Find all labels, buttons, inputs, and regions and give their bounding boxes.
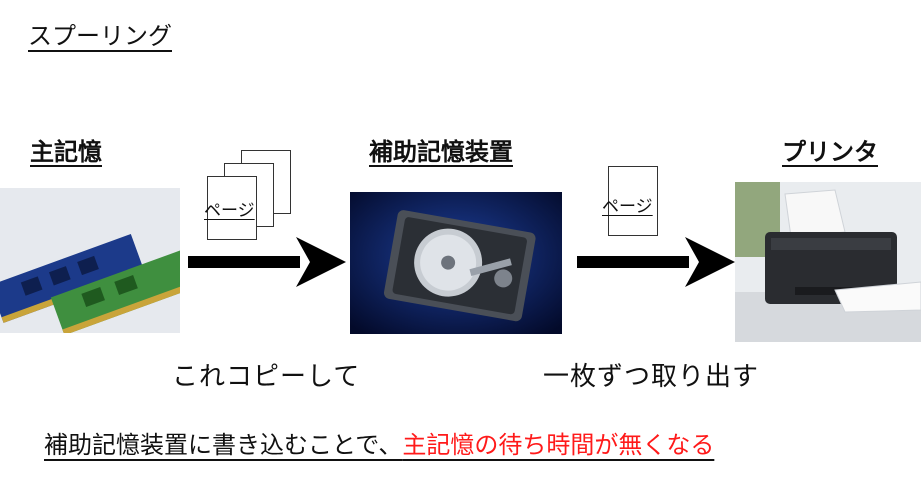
footer-normal-text: 補助記憶装置に書き込むことで、 [44,431,403,459]
footer-highlight-text: 主記憶の待ち時間が無くなる [402,431,715,459]
printer-label: プリンタ [782,138,878,166]
page-sheet-single [608,166,658,236]
printer-photo [735,182,921,342]
memory-label: 主記憶 [30,138,102,166]
page-stack-label: ページ [204,201,255,221]
right-arrow-icon [577,237,735,287]
right-arrow-icon [188,237,346,287]
copy-caption: これコピーして [172,362,361,392]
page-single-label: ページ [602,197,653,217]
storage-label: 補助記憶装置 [369,138,513,166]
page-sheet-front [207,176,257,240]
hard-disk-drive-photo [350,192,562,334]
output-caption: 一枚ずつ取り出す [543,362,760,392]
footer-note: 補助記憶装置に書き込むことで、主記憶の待ち時間が無くなる [44,425,714,460]
page-title: スプーリング [28,22,172,50]
ram-modules-photo [0,188,206,336]
